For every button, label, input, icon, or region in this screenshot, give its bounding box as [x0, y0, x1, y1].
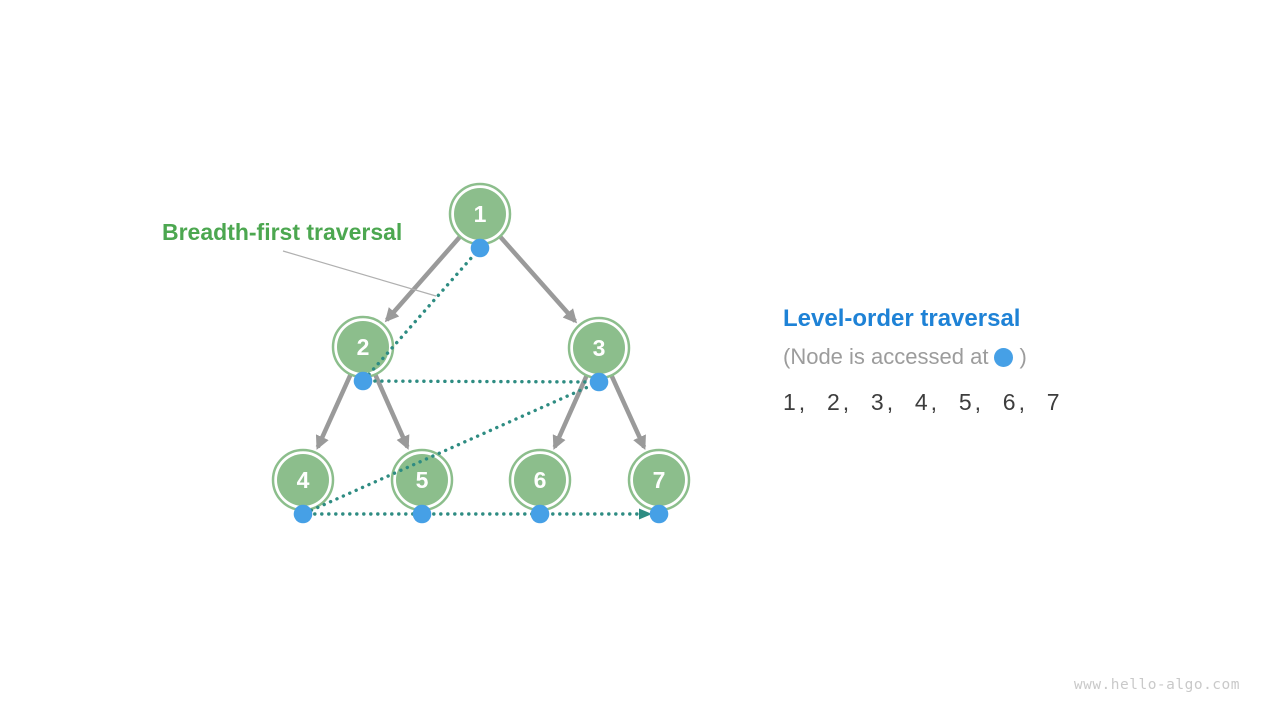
tree-node-label: 1 [474, 201, 487, 227]
watermark: www.hello-algo.com [1073, 677, 1240, 693]
access-note-prefix: (Node is accessed at [783, 344, 989, 369]
access-dot [649, 504, 669, 524]
access-note: (Node is accessed at) [783, 344, 1027, 370]
tree-node-label: 6 [534, 467, 547, 493]
access-dot [293, 504, 313, 524]
traversal-sequence: 1, 2, 3, 4, 5, 6, 7 [783, 389, 1063, 415]
tree-node-label: 7 [653, 467, 666, 493]
access-dot [353, 371, 373, 391]
access-note-suffix: ) [1019, 344, 1027, 369]
tree-node-label: 2 [357, 334, 370, 360]
breadth-first-label: Breadth-first traversal [162, 219, 403, 245]
label-pointer-line [282, 250, 437, 297]
tree-node [573, 322, 625, 374]
tree-node [337, 321, 389, 373]
tree-node [454, 188, 506, 240]
tree-node [514, 454, 566, 506]
access-dot [530, 504, 550, 524]
level-order-title: Level-order traversal [783, 305, 1021, 332]
tree-node-label: 5 [416, 467, 429, 493]
tree-node [396, 454, 448, 506]
access-dot [470, 238, 490, 258]
tree-node [277, 454, 329, 506]
access-dot [412, 504, 432, 524]
tree-node-label: 3 [593, 335, 606, 361]
tree-node-label: 4 [297, 467, 310, 493]
access-dot [589, 372, 609, 392]
access-dot-legend-icon [994, 348, 1014, 367]
tree-node [633, 454, 685, 506]
